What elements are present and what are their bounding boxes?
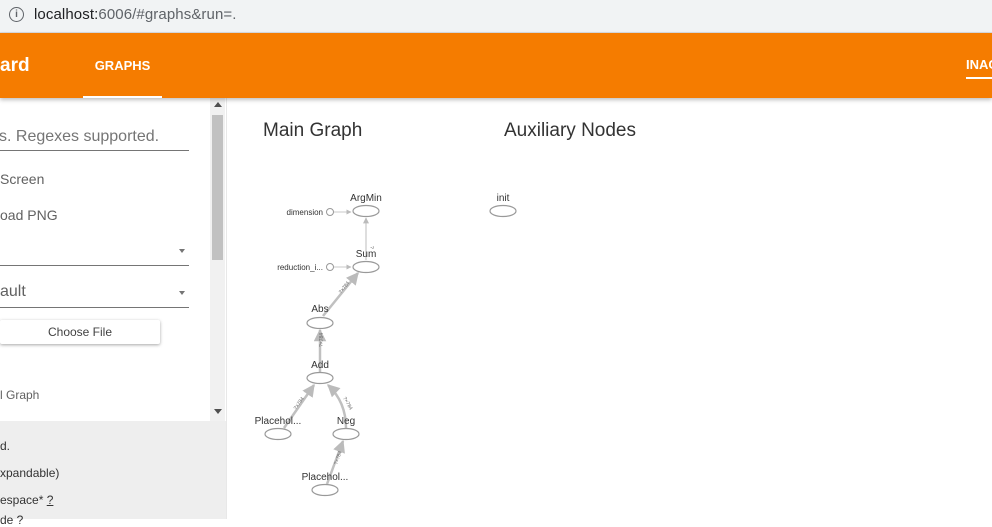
- node-label: ArgMin: [350, 193, 382, 204]
- tab-inactive[interactable]: INAC: [966, 57, 992, 79]
- url-text[interactable]: localhost:6006/#graphs&run=.: [34, 6, 237, 23]
- node-label: dimension: [287, 208, 323, 217]
- search-placeholder: s. Regexes supported.: [0, 128, 160, 145]
- url-rest: 6006/#graphs&run=.: [98, 6, 237, 23]
- node-add[interactable]: Add: [306, 360, 334, 385]
- node-label: reduction_i...: [277, 263, 323, 272]
- help-link[interactable]: ?: [46, 493, 54, 507]
- edge-neg-add: [327, 384, 348, 429]
- node-label: Placehol...: [302, 472, 349, 483]
- legend-panel: d. xpandable) espace* ? de ?: [0, 421, 226, 527]
- edge-placeholder-neg: [325, 439, 345, 485]
- sidebar-controls: s. Regexes supported. Screen oad PNG aul…: [0, 98, 210, 421]
- chevron-down-icon: [179, 249, 185, 253]
- tab-graphs-label: GRAPHS: [94, 58, 151, 73]
- scroll-down-arrow-icon[interactable]: [214, 409, 222, 414]
- sidebar-scrollbar[interactable]: [210, 98, 225, 421]
- chevron-down-icon: [179, 291, 185, 295]
- url-host: localhost:: [34, 6, 99, 23]
- node-reduction-indices[interactable]: reduction_i...: [277, 263, 334, 272]
- node-label: Abs: [311, 304, 328, 315]
- edge-abs-sum: [322, 272, 359, 317]
- panel-divider: [226, 98, 227, 519]
- node-abs[interactable]: Abs: [306, 304, 334, 330]
- node-neg[interactable]: Neg: [332, 416, 360, 441]
- graph-mode-option[interactable]: l Graph: [0, 388, 40, 402]
- node-placeholder-2[interactable]: Placehol...: [302, 472, 349, 497]
- node-sum[interactable]: Sum: [352, 249, 380, 274]
- auxiliary-nodes-title: Auxiliary Nodes: [504, 120, 636, 141]
- fit-to-screen-button[interactable]: Screen: [0, 171, 45, 187]
- node-dimension[interactable]: dimension: [287, 208, 334, 217]
- download-png-button[interactable]: oad PNG: [0, 207, 58, 223]
- legend-row: d.: [0, 439, 11, 453]
- tag-select[interactable]: ault: [0, 283, 189, 308]
- tag-select-value: ault: [0, 283, 26, 300]
- sidebar: s. Regexes supported. Screen oad PNG aul…: [0, 98, 226, 527]
- edge-label: ?×784: [333, 450, 344, 465]
- node-label: Sum: [356, 249, 377, 260]
- scroll-up-arrow-icon[interactable]: [214, 102, 222, 107]
- node-label: Neg: [337, 416, 355, 427]
- edge-label: ?×784: [319, 333, 325, 347]
- browser-url-bar[interactable]: i localhost:6006/#graphs&run=.: [0, 0, 992, 33]
- choose-file-button[interactable]: Choose File: [0, 320, 160, 344]
- search-input[interactable]: s. Regexes supported.: [0, 128, 189, 151]
- legend-row-text: espace*: [0, 493, 44, 507]
- app-title: ard: [0, 55, 30, 76]
- scrollbar-thumb[interactable]: [212, 115, 223, 260]
- info-icon[interactable]: i: [9, 7, 24, 22]
- main-graph-title: Main Graph: [263, 120, 363, 141]
- node-placeholder-1[interactable]: Placehol...: [255, 416, 302, 441]
- node-init[interactable]: init: [489, 193, 517, 218]
- edge-label: ?: [368, 246, 374, 249]
- tab-graphs[interactable]: GRAPHS: [83, 33, 162, 98]
- tab-inactive-label: INAC: [966, 57, 992, 72]
- node-argmin[interactable]: ArgMin: [350, 193, 382, 218]
- edge-placeholder-add: [282, 383, 316, 429]
- node-label: init: [497, 193, 510, 204]
- legend-row: xpandable): [0, 466, 60, 480]
- node-label: Placehol...: [255, 416, 302, 427]
- tab-underline: [966, 77, 992, 79]
- run-select[interactable]: [0, 241, 189, 266]
- legend-row: espace* ?: [0, 493, 53, 507]
- top-toolbar: ard GRAPHS INAC: [0, 33, 992, 98]
- node-label: Add: [311, 360, 329, 371]
- tab-selected-underline: [83, 96, 162, 98]
